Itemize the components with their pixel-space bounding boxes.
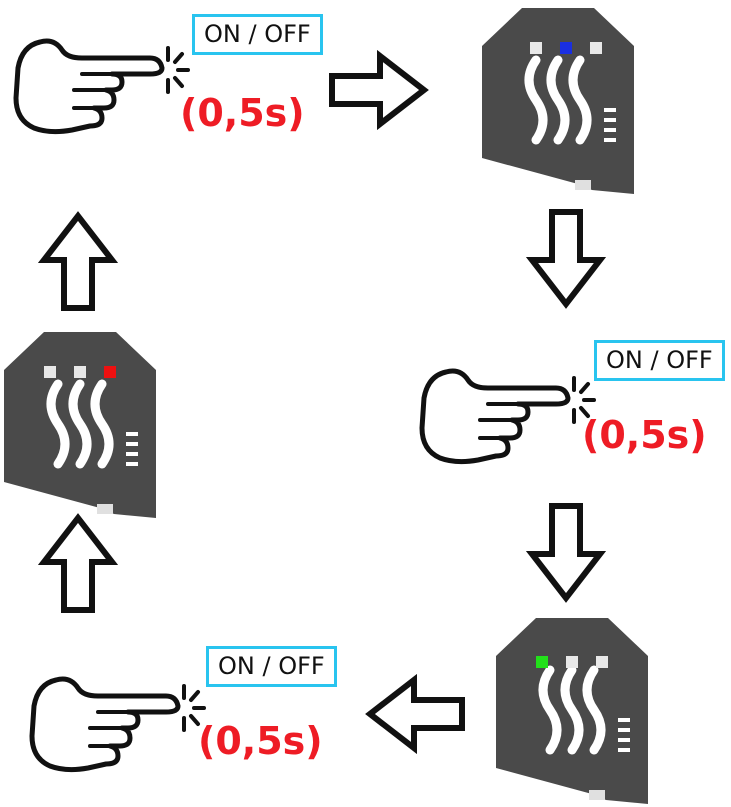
status-led-2 — [74, 366, 86, 378]
arrow-left-icon — [364, 674, 468, 754]
heater-device-icon — [482, 8, 634, 194]
arrow-down-icon — [526, 206, 606, 310]
status-led-3 — [596, 656, 608, 668]
step-2: ON / OFF (0,5s) — [410, 330, 730, 480]
status-led-2 — [566, 656, 578, 668]
press-duration-label: (0,5s) — [582, 413, 707, 457]
heater-device-icon — [4, 332, 156, 518]
on-off-button-label: ON / OFF — [192, 14, 323, 55]
heater-device-icon — [496, 618, 648, 804]
press-duration-label: (0,5s) — [180, 91, 305, 135]
status-led-2 — [560, 42, 572, 54]
status-led-1 — [536, 656, 548, 668]
arrow-up-icon — [38, 512, 118, 616]
heater-device-2 — [496, 618, 648, 804]
arrow-right-icon — [326, 50, 430, 130]
arrow-up-icon — [38, 210, 118, 314]
status-led-1 — [44, 366, 56, 378]
on-off-button-label: ON / OFF — [206, 646, 337, 687]
status-led-1 — [530, 42, 542, 54]
step-1: ON / OFF (0,5s) — [0, 0, 340, 150]
pointing-hand-press-icon — [26, 658, 206, 778]
press-duration-label: (0,5s) — [198, 719, 323, 763]
step-3: ON / OFF (0,5s) — [20, 630, 360, 780]
on-off-button-label: ON / OFF — [594, 340, 725, 381]
arrow-down-icon — [526, 500, 606, 604]
pointing-hand-press-icon — [416, 350, 596, 470]
status-led-3 — [104, 366, 116, 378]
pointing-hand-press-icon — [10, 20, 190, 140]
heater-device-1 — [482, 8, 634, 194]
status-led-3 — [590, 42, 602, 54]
heater-device-3 — [4, 332, 156, 518]
